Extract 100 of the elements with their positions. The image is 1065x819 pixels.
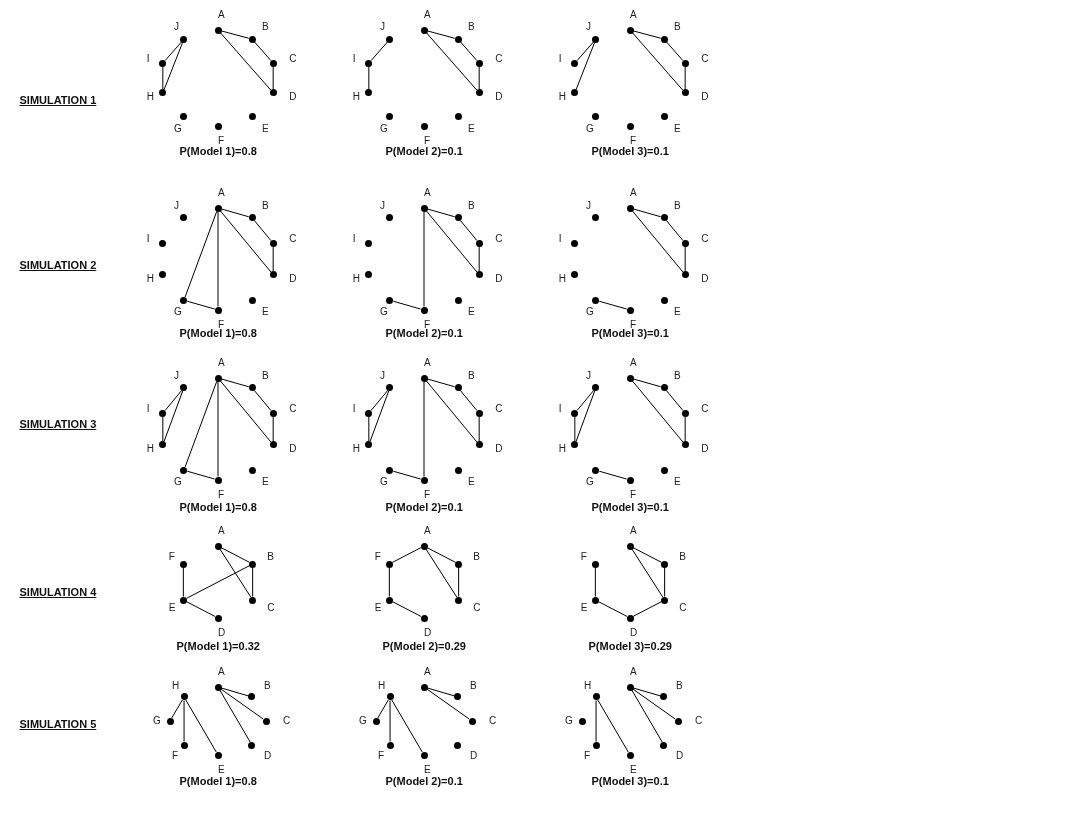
vertex-label: A (630, 357, 637, 369)
edge-line (391, 547, 422, 563)
vertex-label: C (495, 232, 503, 245)
edge-line (594, 567, 596, 597)
edge-line (253, 219, 272, 242)
edge-line (632, 208, 662, 218)
simulation-heading: SIMULATION 1 (19, 94, 97, 106)
probability-caption: P(Model 3)=0.1 (591, 775, 669, 787)
edge-line (219, 548, 252, 598)
edge-line (377, 699, 389, 719)
edge-line (595, 699, 597, 743)
vertex-label: E (630, 764, 637, 776)
vertex-label: H (378, 680, 386, 693)
vertex-label: C (495, 402, 503, 415)
vertex-label: I (352, 402, 356, 415)
vertex-label: I (146, 52, 150, 65)
edge-line (391, 601, 422, 617)
edge-line (632, 601, 663, 617)
vertex-label: A (424, 187, 431, 199)
edge-line (185, 699, 217, 753)
edge-line (631, 548, 664, 598)
vertex-label: H (146, 273, 154, 286)
edge-line (426, 378, 456, 388)
vertex-label: H (352, 91, 360, 104)
vertex-label: D (701, 91, 709, 104)
probability-caption: P(Model 2)=0.29 (382, 640, 466, 652)
edge-line (220, 547, 251, 563)
vertex-label: A (424, 9, 431, 21)
vertex-label: F (630, 135, 637, 147)
edge-line (388, 567, 390, 597)
edge-line (253, 41, 272, 62)
vertex-label: C (701, 232, 709, 245)
edge-line (426, 688, 470, 720)
vertex-label: G (359, 715, 367, 727)
vertex-label: F (218, 489, 225, 501)
vertex-label: D (675, 749, 684, 762)
probability-caption: P(Model 1)=0.32 (176, 640, 260, 652)
vertex-label: B (262, 21, 269, 34)
edge-line (665, 41, 684, 62)
edge-line (631, 210, 684, 273)
edge-line (597, 601, 628, 617)
vertex-label: D (469, 749, 478, 762)
vertex-label: B (468, 21, 475, 34)
edge-line (392, 470, 422, 480)
simulation-heading: SIMULATION 2 (19, 259, 97, 271)
vertex-label: I (558, 232, 562, 245)
vertex-label: A (218, 666, 225, 678)
vertex-label: B (262, 199, 269, 212)
edge-line (575, 390, 596, 442)
edge-line (219, 380, 272, 443)
vertex-label: J (379, 369, 385, 382)
vertex-label: G (379, 476, 388, 489)
edge-line (217, 211, 219, 307)
vertex-label: H (146, 91, 154, 104)
edge-line (253, 389, 272, 412)
edge-line (163, 390, 184, 442)
edge-line (631, 32, 684, 91)
vertex-label: B (468, 369, 475, 382)
vertex-label: G (173, 306, 182, 319)
probability-caption: P(Model 2)=0.1 (385, 501, 463, 513)
vertex-label: F (630, 489, 637, 501)
vertex-label: D (289, 91, 297, 104)
edge-line (684, 416, 686, 442)
vertex-label: C (679, 601, 687, 614)
vertex-label: D (289, 273, 297, 286)
vertex-label: C (289, 52, 297, 65)
vertex-label: F (580, 550, 587, 563)
edge-line (478, 416, 480, 442)
edge-line (478, 66, 480, 90)
edge-line (425, 210, 478, 273)
edge-line (368, 66, 370, 90)
vertex-label: B (674, 369, 681, 382)
probability-caption: P(Model 3)=0.1 (591, 501, 669, 513)
edge-line (272, 246, 274, 272)
vertex-label: D (701, 443, 709, 456)
vertex-label: H (558, 443, 566, 456)
vertex-label: D (424, 627, 432, 639)
edge-line (272, 66, 274, 90)
edge-line (423, 381, 425, 477)
simulation-heading: SIMULATION 4 (19, 586, 97, 598)
edge-line (459, 219, 478, 242)
vertex-label: F (584, 749, 591, 762)
vertex-label: C (701, 402, 709, 415)
vertex-label: J (173, 199, 179, 212)
vertex-label: F (424, 319, 431, 330)
vertex-label: E (374, 601, 382, 614)
edge-line (458, 567, 460, 597)
vertex-label: I (352, 232, 356, 245)
vertex-label: I (146, 232, 150, 245)
vertex-label: A (424, 525, 431, 537)
vertex-label: A (218, 525, 225, 537)
vertex-label: G (585, 476, 594, 489)
vertex-label: I (558, 402, 562, 415)
edge-line (423, 211, 425, 307)
vertex-label: C (289, 232, 297, 245)
vertex-label: A (424, 357, 431, 369)
vertex-label: C (695, 715, 703, 727)
edge-line (392, 300, 422, 310)
vertex-label: H (558, 273, 566, 286)
edge-line (219, 210, 272, 273)
